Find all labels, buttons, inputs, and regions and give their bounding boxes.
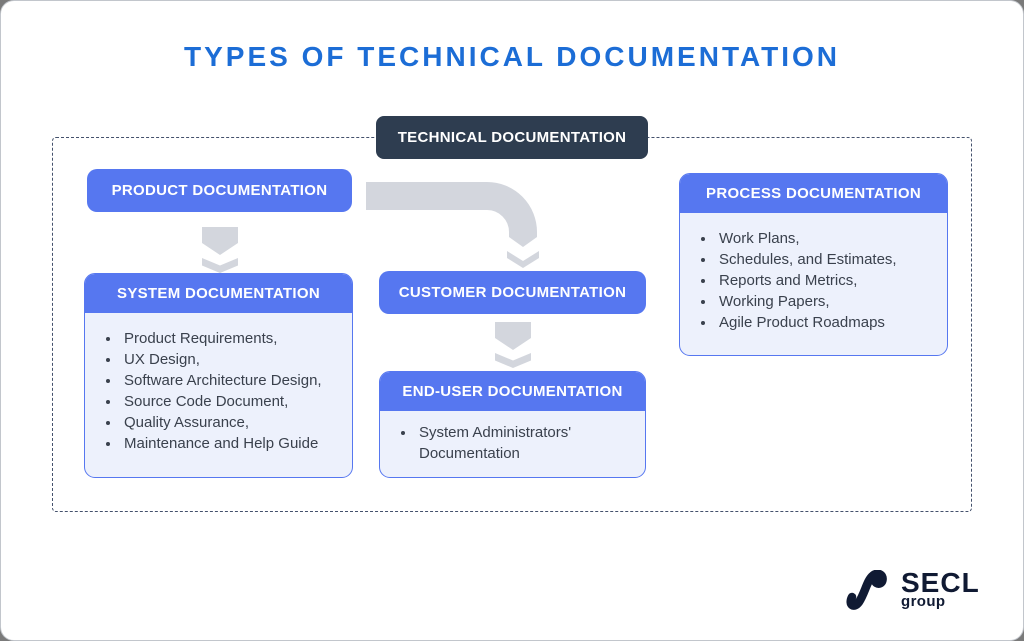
node-product-documentation: PRODUCT DOCUMENTATION xyxy=(87,169,352,212)
node-customer-documentation: CUSTOMER DOCUMENTATION xyxy=(379,271,646,314)
process-documentation-list: Work Plans,Schedules, and Estimates,Repo… xyxy=(680,213,947,333)
panel-process-documentation: PROCESS DOCUMENTATION Work Plans,Schedul… xyxy=(679,173,948,356)
list-item: Work Plans, xyxy=(716,228,939,249)
list-item: System Administrators' Documentation xyxy=(416,422,637,464)
page-title: TYPES OF TECHNICAL DOCUMENTATION xyxy=(184,41,840,72)
arrow-body xyxy=(202,227,238,255)
panel-system-documentation: SYSTEM DOCUMENTATION Product Requirement… xyxy=(84,273,353,478)
logo-sub-text: group xyxy=(901,593,946,610)
list-item: Working Papers, xyxy=(716,291,939,312)
logo-text: SECL group xyxy=(901,567,980,610)
node-end-user-documentation: END-USER DOCUMENTATION xyxy=(380,372,645,411)
down-arrow-icon xyxy=(495,322,531,368)
arrow-chevron xyxy=(202,258,238,273)
list-item: Software Architecture Design, xyxy=(121,370,344,391)
logo-brand-text: SECL xyxy=(901,567,980,598)
list-item: Source Code Document, xyxy=(121,391,344,412)
list-item: Agile Product Roadmaps xyxy=(716,312,939,333)
node-technical-documentation: TECHNICAL DOCUMENTATION xyxy=(376,116,648,159)
panel-end-user-documentation: END-USER DOCUMENTATION System Administra… xyxy=(379,371,646,478)
end-user-documentation-list: System Administrators' Documentation xyxy=(380,411,645,464)
secl-group-logo: SECL group xyxy=(844,567,980,610)
down-arrow-icon xyxy=(202,227,238,273)
arrow-chevron xyxy=(495,353,531,368)
node-system-documentation: SYSTEM DOCUMENTATION xyxy=(85,274,352,313)
list-item: Maintenance and Help Guide xyxy=(121,433,344,454)
list-item: UX Design, xyxy=(121,349,344,370)
arrow-body xyxy=(495,322,531,350)
list-item: Schedules, and Estimates, xyxy=(716,249,939,270)
list-item: Quality Assurance, xyxy=(121,412,344,433)
list-item: Product Requirements, xyxy=(121,328,344,349)
node-process-documentation: PROCESS DOCUMENTATION xyxy=(680,174,947,213)
list-item: Reports and Metrics, xyxy=(716,270,939,291)
secl-logo-mark-icon xyxy=(846,570,887,610)
system-documentation-list: Product Requirements,UX Design,Software … xyxy=(85,313,352,454)
